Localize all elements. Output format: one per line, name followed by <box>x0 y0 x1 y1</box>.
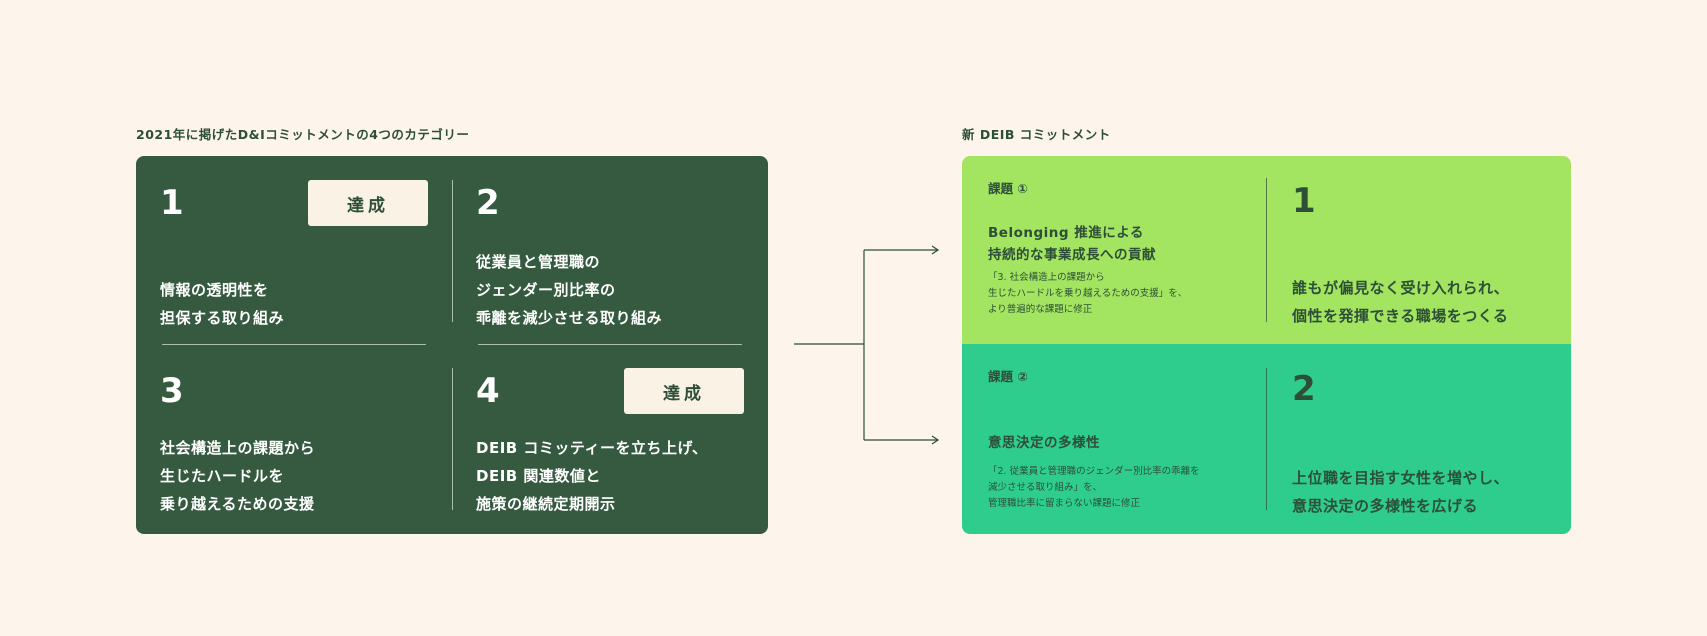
vertical-divider <box>452 180 453 322</box>
commitment-2-number: 2 <box>1292 369 1316 409</box>
category-4-number: 4 <box>476 371 500 411</box>
deib-commitment-1-panel: 課題 ① Belonging 推進による 持続的な事業成長への貢献 「3. 社会… <box>962 156 1571 344</box>
issue-1-label: 課題 ① <box>988 181 1028 196</box>
commitment-2-text: 上位職を目指す女性を増やし、 意思決定の多様性を広げる <box>1292 469 1510 515</box>
issue-1-title: Belonging 推進による 持続的な事業成長への貢献 <box>988 225 1156 263</box>
left-section-label: 2021年に掲げたD&Iコミットメントの4つのカテゴリー <box>136 127 470 142</box>
category-1-number: 1 <box>160 183 184 223</box>
vertical-divider <box>1266 368 1267 510</box>
dni-categories-panel: 1 達成 情報の透明性を 担保する取り組み 2 従業員と管理職の ジェンダー別比… <box>136 156 768 534</box>
arrow-head-1 <box>931 245 940 255</box>
category-2-text: 従業員と管理職の ジェンダー別比率の 乖離を減少させる取り組み <box>476 253 663 327</box>
achieved-badge-1: 達成 <box>308 180 428 226</box>
issue-2-title: 意思決定の多様性 <box>988 435 1100 451</box>
issue-2-note: 「2. 従業員と管理職のジェンダー別比率の乖離を 減少させる取り組み」を、 管理… <box>988 466 1200 509</box>
vertical-divider <box>452 368 453 510</box>
deib-commitment-2-panel: 課題 ② 意思決定の多様性 「2. 従業員と管理職のジェンダー別比率の乖離を 減… <box>962 344 1571 534</box>
category-1-text: 情報の透明性を 担保する取り組み <box>160 281 285 327</box>
commitment-1-number: 1 <box>1292 181 1316 221</box>
category-3-number: 3 <box>160 371 184 411</box>
horizontal-divider <box>478 344 742 345</box>
category-3-text: 社会構造上の課題から 生じたハードルを 乗り越えるための支援 <box>160 439 316 513</box>
issue-1-note: 「3. 社会構造上の課題から 生じたハードルを乗り越えるための支援」を、 より普… <box>988 272 1188 315</box>
category-2-number: 2 <box>476 183 500 223</box>
connector-arrows <box>794 245 940 445</box>
issue-2-label: 課題 ② <box>988 369 1028 384</box>
commitment-1-text: 誰もが偏見なく受け入れられ、 個性を発揮できる職場をつくる <box>1292 279 1510 325</box>
category-4-text: DEIB コミッティーを立ち上げ、 DEIB 関連数値と 施策の継続定期開示 <box>476 439 708 513</box>
vertical-divider <box>1266 178 1267 322</box>
achieved-badge-4: 達成 <box>624 368 744 414</box>
arrow-head-2 <box>931 435 940 445</box>
right-section-label: 新 DEIB コミットメント <box>962 127 1111 142</box>
horizontal-divider <box>162 344 426 345</box>
